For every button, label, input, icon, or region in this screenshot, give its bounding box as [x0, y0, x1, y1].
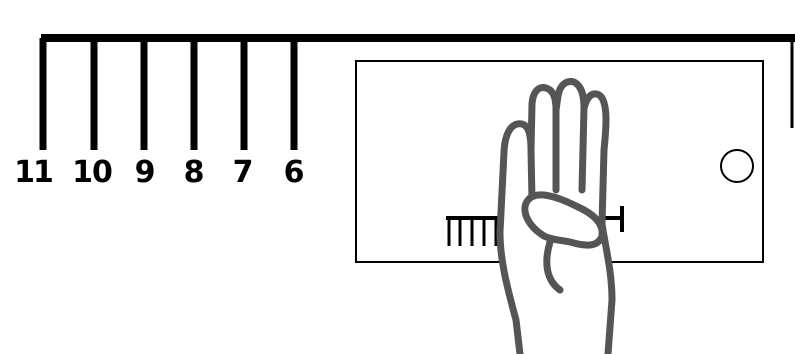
scale-label-6: 6	[284, 155, 305, 190]
scale-label-8: 8	[184, 155, 205, 190]
scale-bar: 11 10 9 8 7 6	[14, 34, 795, 190]
ruler-ticks	[447, 218, 510, 246]
scale-label-11: 11	[14, 155, 52, 190]
finger-line-1	[527, 146, 536, 204]
folded-thumb	[521, 191, 606, 249]
raised-hand-icon	[496, 78, 616, 354]
home-button-icon	[720, 149, 754, 183]
scale-label-10: 10	[72, 155, 112, 190]
thumb-base	[543, 238, 564, 294]
finger-line-3	[578, 104, 588, 194]
scale-label-7: 7	[233, 155, 254, 190]
scale-label-9: 9	[135, 155, 156, 190]
